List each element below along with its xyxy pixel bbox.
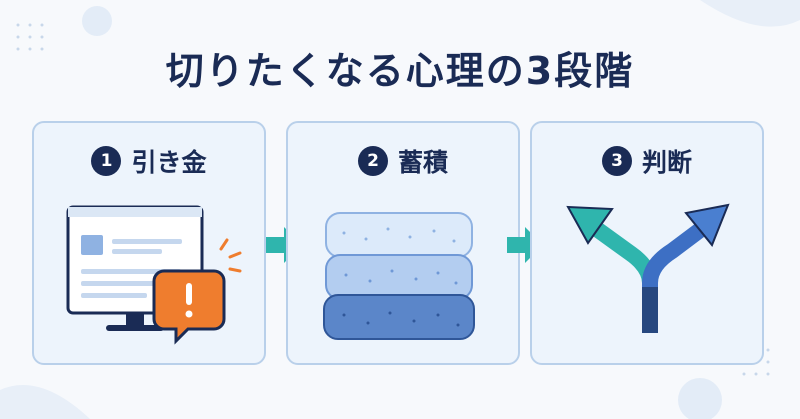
step-card-1: 1 引き金 <box>32 121 266 365</box>
alert-monitor-icon <box>66 205 242 345</box>
fork-arrow-icon <box>566 203 730 333</box>
step-label-2: 蓄積 <box>397 148 448 177</box>
step-card-3: 3 判断 <box>530 121 764 365</box>
stacked-layers-icon <box>323 212 475 340</box>
step-number-2: 2 <box>357 146 388 176</box>
step-card-2: 2 蓄積 <box>286 121 520 365</box>
step-header-3: 3 判断 <box>532 143 762 179</box>
step-label-3: 判断 <box>641 148 692 177</box>
step-label-1: 引き金 <box>131 148 207 177</box>
step-number-3: 3 <box>601 146 632 176</box>
page-title: 切りたくなる心理の3段階 <box>165 49 635 93</box>
step-number-1: 1 <box>91 146 122 176</box>
step-header-1: 1 引き金 <box>34 143 264 179</box>
step-header-2: 2 蓄積 <box>288 143 518 179</box>
